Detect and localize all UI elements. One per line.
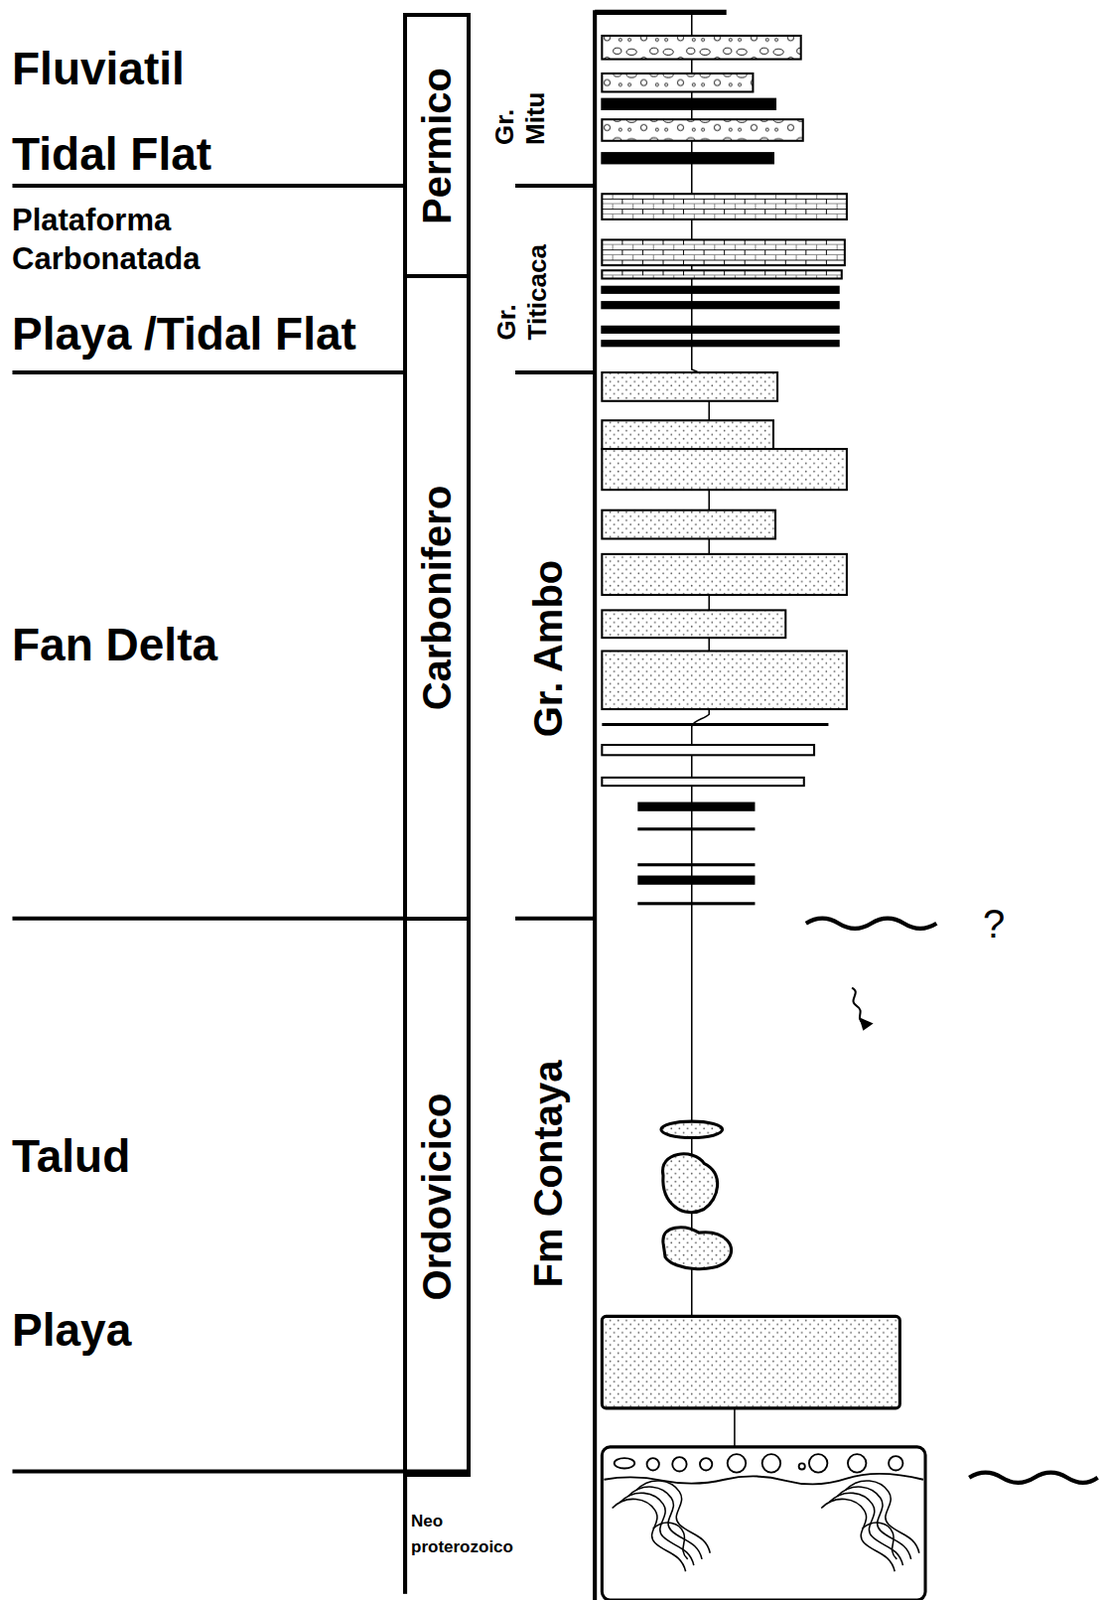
environment-label: Playa [11,1302,132,1358]
period-box: Ordovicico [403,916,471,1477]
environment-label: Fluviatil [11,41,185,97]
era-label: Neo proterozoico [411,1508,521,1559]
formation-name: Fm Contaya [524,1060,572,1288]
group-name: Gr. Ambo [524,559,572,738]
period-box: Permico [403,12,471,278]
question-mark: ? [982,899,1005,948]
environment-label: Playa /Tidal Flat [11,306,357,362]
environment-label: Talud [11,1128,131,1184]
period-name: Ordovicico [413,1093,461,1301]
environment-label: Fan Delta [11,617,218,673]
period-name: Carbonifero [413,484,461,710]
period-box: Carbonifero [403,274,471,921]
period-name: Permico [413,67,461,225]
environment-label: Tidal Flat [11,127,212,182]
environment-label: Plataforma Carbonatada [11,201,251,279]
group-name: Gr. Titicaca [491,216,553,341]
group-name: Gr. Mitu [489,65,552,145]
